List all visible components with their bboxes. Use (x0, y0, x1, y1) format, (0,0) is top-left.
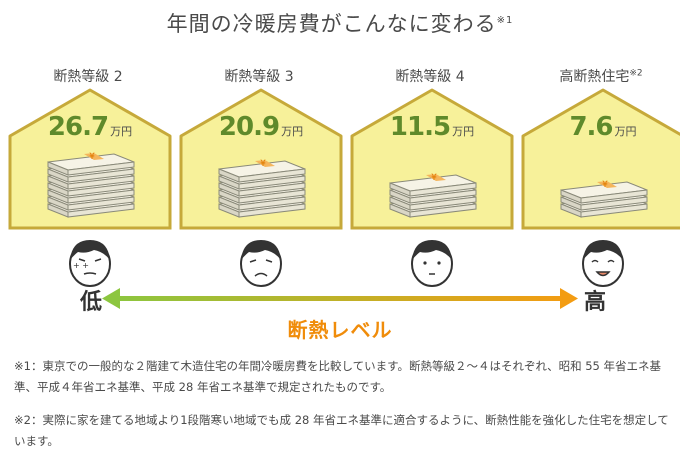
cost-unit: 万円 (614, 125, 637, 138)
level-label-1: 断熱等級 2 (53, 69, 123, 85)
house-shape: ¥ (8, 88, 172, 230)
footnote-1: ※1：東京での一般的な２階建て木造住宅の年間冷暖房費を比較しています。断熱等級２… (14, 359, 662, 394)
svg-text:¥: ¥ (431, 173, 437, 183)
cost-value: 11.5 (389, 112, 451, 142)
house-shape: ¥ (350, 88, 514, 230)
level-label-2: 断熱等級 3 (224, 69, 294, 85)
face-happy-icon (573, 230, 633, 290)
svg-text:¥: ¥ (89, 152, 95, 162)
face-worried-icon: + + (60, 230, 120, 290)
house-shape: ¥ (521, 88, 680, 230)
cost-unit: 万円 (281, 125, 304, 138)
insulation-arrow (102, 288, 578, 309)
footnote-2: ※2：実際に家を建てる地域より1段階寒い地域でも成 28 年省エネ基準に適合する… (14, 413, 669, 448)
svg-text:¥: ¥ (260, 159, 266, 169)
cost-value: 26.7 (47, 112, 109, 142)
svg-text:+ +: + + (73, 261, 89, 270)
cost-unit: 万円 (452, 125, 475, 138)
axis-title: 断熱レベル (287, 318, 393, 342)
axis-high-label: 高 (584, 290, 607, 315)
level-label-3: 断熱等級 4 (395, 69, 465, 85)
face-neutral-icon (402, 230, 462, 290)
face-sad-icon (231, 230, 291, 290)
level-label-4: 高断熱住宅※2 (559, 68, 643, 85)
svg-text:¥: ¥ (602, 180, 608, 190)
cost-value: 7.6 (569, 112, 613, 142)
cost-unit: 万円 (110, 125, 133, 138)
axis-low-label: 低 (80, 290, 103, 315)
house-shape: ¥ (179, 88, 343, 230)
title-text: 年間の冷暖房費がこんなに変わる (166, 12, 497, 36)
cost-value: 20.9 (218, 112, 280, 142)
title-footnote-mark: ※1 (496, 15, 514, 26)
page-title: 年間の冷暖房費がこんなに変わる※1 (0, 8, 680, 38)
